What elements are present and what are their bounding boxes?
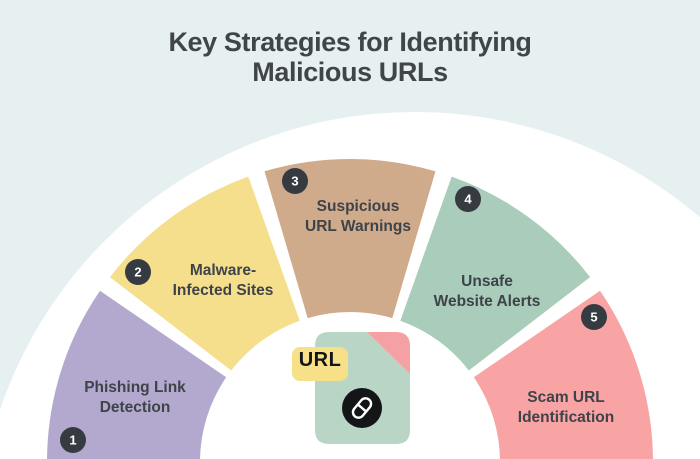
- segment-2-number-badge: [125, 259, 151, 285]
- segment-3-wedge: [264, 158, 436, 319]
- segment-1-wedge: [47, 290, 227, 459]
- fan-segment-1: 1 Phishing Link Detection: [47, 290, 227, 459]
- segment-4-wedge: [400, 176, 591, 371]
- segment-3-number: 3: [291, 174, 298, 189]
- segment-1-number: 1: [69, 433, 76, 448]
- url-document-icon: URL: [292, 332, 410, 444]
- segment-2-label-line2: Infected Sites: [173, 282, 274, 299]
- segment-4-number: 4: [464, 192, 472, 207]
- segment-4-number-badge: [455, 186, 481, 212]
- folded-corner: [367, 332, 410, 374]
- segment-5-label-line2: Identification: [518, 409, 614, 426]
- segment-1-number-badge: [60, 427, 86, 453]
- segment-5-number-badge: [581, 304, 607, 330]
- page-title: Key Strategies for Identifying Malicious…: [0, 27, 700, 87]
- segment-4-label-line1: Unsafe: [461, 273, 513, 290]
- url-tag-label: URL: [299, 349, 342, 371]
- segment-1-label-line1: Phishing Link: [84, 379, 186, 396]
- page-title-line1: Key Strategies for Identifying: [168, 27, 532, 57]
- segment-5-wedge: [473, 290, 653, 459]
- segment-2-number: 2: [134, 265, 141, 280]
- fan-segment-5: 5 Scam URL Identification: [473, 290, 653, 459]
- segment-3-label-line1: Suspicious: [317, 198, 400, 215]
- segment-2-label-line1: Malware-: [190, 262, 256, 279]
- url-tag: [292, 347, 348, 381]
- segment-5-number: 5: [590, 310, 597, 325]
- link-icon: [351, 397, 373, 419]
- segment-4-label-line2: Website Alerts: [434, 293, 541, 310]
- fan-segment-4: 4 Unsafe Website Alerts: [400, 176, 591, 371]
- segment-3-label-line2: URL Warnings: [305, 218, 411, 235]
- page-title-line2: Malicious URLs: [252, 57, 448, 87]
- segment-1-label-line2: Detection: [100, 399, 171, 416]
- fan-segment-2: 2 Malware- Infected Sites: [109, 176, 300, 371]
- segment-2-wedge: [109, 176, 300, 371]
- segment-5-label-line1: Scam URL: [527, 389, 605, 406]
- segment-3-number-badge: [282, 168, 308, 194]
- fan-segment-3: 3 Suspicious URL Warnings: [264, 158, 436, 319]
